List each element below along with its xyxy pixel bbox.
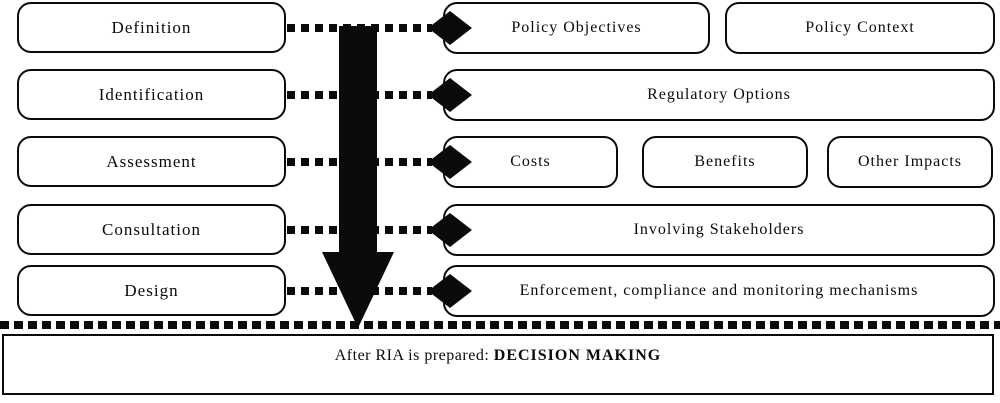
footer-prefix-text: After RIA is prepared: <box>334 347 494 364</box>
output-box-costs: Costs <box>443 136 618 188</box>
output-box-regulatory-options: Regulatory Options <box>443 69 995 121</box>
output-label: Regulatory Options <box>647 86 791 103</box>
output-label: Other Impacts <box>857 153 963 170</box>
output-box-enforcement-mechanisms: Enforcement, compliance and monitoring m… <box>443 265 995 317</box>
stage-label: Definition <box>111 17 192 37</box>
dotted-separator <box>0 321 1000 329</box>
output-box-benefits: Benefits <box>642 136 808 188</box>
output-box-other-impacts: Other Impacts <box>827 136 993 188</box>
output-box-policy-context: Policy Context <box>725 2 995 54</box>
output-label: Policy Context <box>805 19 915 36</box>
output-box-involving-stakeholders: Involving Stakeholders <box>443 204 995 256</box>
stage-box-definition: Definition <box>17 2 286 53</box>
footer-emphasis-text: DECISION MAKING <box>493 347 662 364</box>
stage-box-assessment: Assessment <box>17 136 286 187</box>
output-label: Enforcement, compliance and monitoring m… <box>519 282 919 299</box>
output-box-policy-objectives: Policy Objectives <box>443 2 710 54</box>
stage-box-design: Design <box>17 265 286 316</box>
stage-label: Assessment <box>106 151 197 171</box>
down-arrow-icon <box>322 26 394 328</box>
stage-label: Identification <box>98 84 205 104</box>
stage-label: Design <box>124 280 179 300</box>
stage-label: Consultation <box>102 219 201 239</box>
output-label: Benefits <box>694 153 756 170</box>
stage-box-consultation: Consultation <box>17 204 286 255</box>
output-label: Policy Objectives <box>511 19 642 36</box>
stage-box-identification: Identification <box>17 69 286 120</box>
decision-making-box: After RIA is prepared: DECISION MAKING <box>2 334 994 395</box>
output-label: Involving Stakeholders <box>633 221 805 238</box>
output-label: Costs <box>510 153 551 170</box>
